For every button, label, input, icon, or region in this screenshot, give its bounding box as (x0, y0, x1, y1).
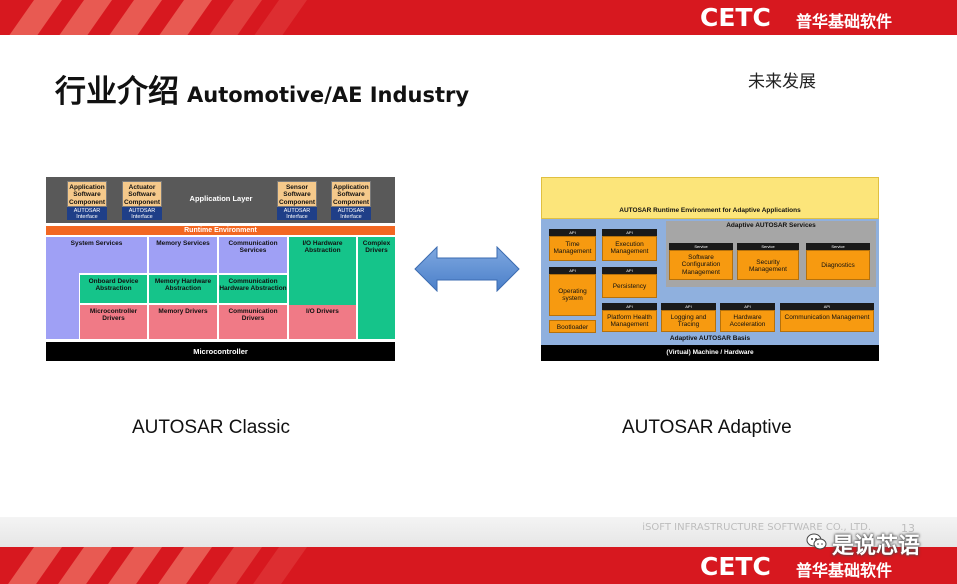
autosar-interface: AUTOSAR Interface (67, 207, 107, 220)
autosar-interface: AUTOSAR Interface (331, 207, 371, 220)
microcontroller-drivers: Microcontroller Drivers (80, 305, 147, 339)
time-management: Time Management (549, 236, 596, 261)
ara-rte-bg (541, 177, 879, 219)
caption-classic: AUTOSAR Classic (132, 417, 291, 438)
title-en: Automotive/AE Industry (187, 83, 470, 107)
api-tag: API (549, 267, 596, 274)
microcontroller: Microcontroller (46, 342, 395, 361)
bootloader: Bootloader (549, 320, 596, 333)
logo-subtitle: 普华基础软件 (796, 12, 893, 31)
page-title: 行业介绍 Automotive/AE Industry (55, 66, 469, 111)
memory-drivers: Memory Drivers (149, 305, 217, 339)
cetc-logo: CETC (700, 3, 771, 32)
app-component: Application Software Component (67, 181, 107, 207)
company-name: iSOFT INFRASTRUCTURE SOFTWARE CO., LTD. (642, 522, 871, 533)
page-number: 13 (901, 522, 915, 535)
api-tag: API (549, 229, 596, 236)
api-tag: API (720, 303, 775, 310)
bottom-banner: CETC 普华基础软件 (0, 547, 957, 584)
service-tag: Service (737, 243, 799, 250)
app-component: Sensor Software Component (277, 181, 317, 207)
api-tag: API (602, 303, 657, 310)
services-title: Adaptive AUTOSAR Services (726, 222, 816, 229)
footer-bar (0, 517, 957, 547)
persistency: Persistency (602, 274, 657, 298)
cetc-logo: CETC (700, 552, 771, 581)
service-tag: Service (806, 243, 870, 250)
onboard-device-abstraction: Onboard Device Abstraction (80, 275, 147, 303)
api-tag: API (602, 267, 657, 274)
platform-health-management: Platform Health Management (602, 310, 657, 332)
communication-services: Communication Services (219, 237, 287, 273)
app-component: Actuator Software Component (122, 181, 162, 207)
io-drivers: I/O Drivers (289, 305, 356, 339)
runtime-environment: Runtime Environment (46, 226, 395, 235)
communication-management: Communication Management (780, 310, 874, 332)
security-management: Security Management (737, 250, 799, 280)
communication-hardware-abstraction: Communication Hardware Abstraction (219, 275, 287, 303)
software-configuration-management: Software Configuration Management (669, 250, 733, 280)
adaptive-basis-label: Adaptive AUTOSAR Basis (669, 335, 751, 342)
ara-rte-label: AUTOSAR Runtime Environment for Adaptive… (619, 207, 801, 214)
diagnostics: Diagnostics (806, 250, 870, 280)
autosar-interface: AUTOSAR Interface (277, 207, 317, 220)
autosar-adaptive-diagram: AUTOSAR Runtime Environment for Adaptive… (541, 177, 879, 361)
autosar-interface: AUTOSAR Interface (122, 207, 162, 220)
execution-management: Execution Management (602, 236, 657, 261)
app-component: Application Software Component (331, 181, 371, 207)
double-arrow-icon (414, 246, 520, 292)
title-cn: 行业介绍 (55, 74, 179, 110)
top-banner: CETC 普华基础软件 (0, 0, 957, 35)
logging-and-tracing: Logging and Tracing (661, 310, 716, 332)
operating-system: Operating system (549, 274, 596, 316)
memory-services: Memory Services (149, 237, 217, 273)
logo-subtitle: 普华基础软件 (796, 561, 893, 580)
application-layer-label: Application Layer (189, 194, 253, 203)
service-tag: Service (669, 243, 733, 250)
watermark-text: 是说芯语 (832, 534, 921, 559)
wechat-icon (806, 533, 827, 550)
virtual-machine-hardware: (Virtual) Machine / Hardware (541, 345, 879, 361)
future-label: 未来发展 (748, 72, 816, 92)
hardware-acceleration: Hardware Acceleration (720, 310, 775, 332)
caption-adaptive: AUTOSAR Adaptive (622, 417, 792, 438)
api-tag: API (780, 303, 874, 310)
system-services-ext (46, 273, 79, 339)
complex-drivers: Complex Drivers (358, 237, 395, 339)
memory-hardware-abstraction: Memory Hardware Abstraction (149, 275, 217, 303)
api-tag: API (602, 229, 657, 236)
system-services: System Services (46, 237, 147, 273)
api-tag: API (661, 303, 716, 310)
communication-drivers: Communication Drivers (219, 305, 287, 339)
autosar-classic-diagram: Application Layer Application Software C… (46, 177, 395, 361)
